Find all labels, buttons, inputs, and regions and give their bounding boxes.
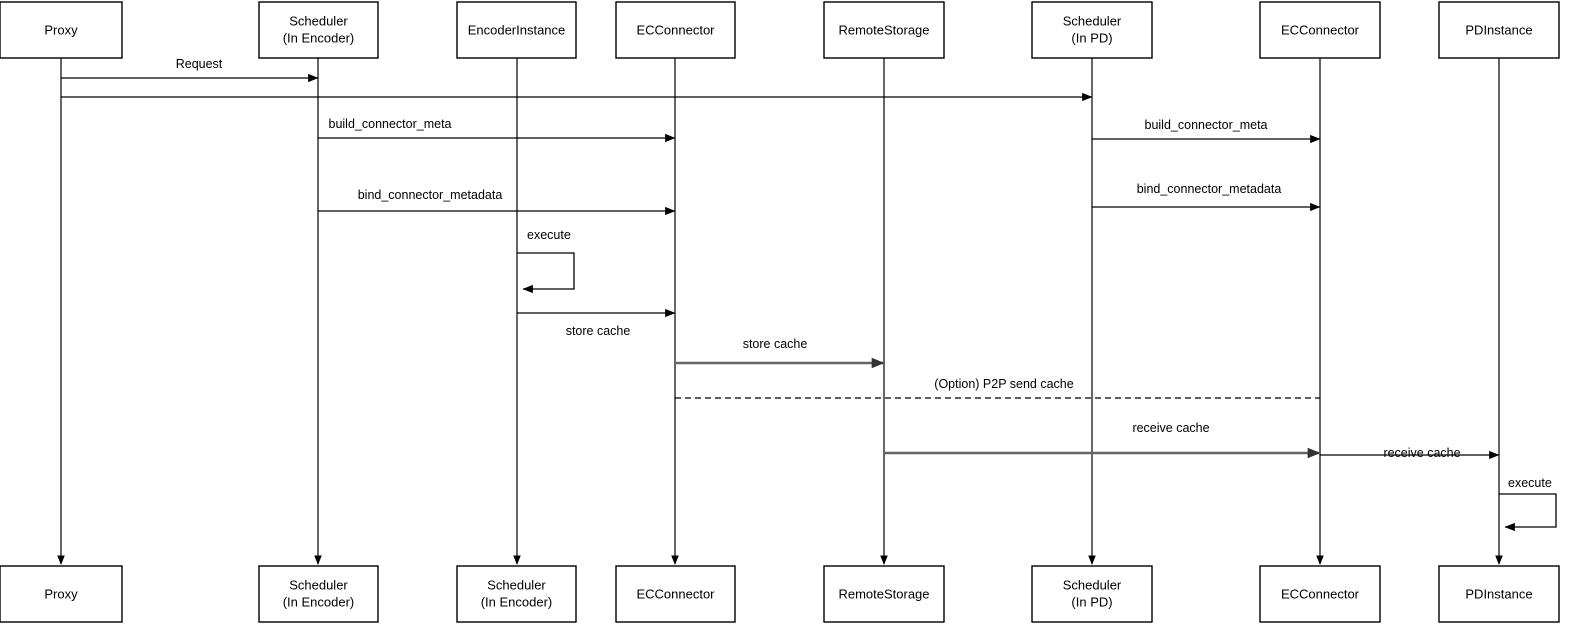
- message-m9: (Option) P2P send cache: [675, 377, 1320, 399]
- lifelines-layer: [57, 58, 1503, 565]
- bottom-box-label-line1: Scheduler: [289, 577, 348, 592]
- message-m3: build_connector_meta: [318, 117, 676, 143]
- bottom-box-ecc-enc: ECConnector: [615, 565, 736, 623]
- self-message-label-s1: execute: [527, 228, 571, 242]
- top-box-label: EncoderInstance: [468, 22, 566, 37]
- self-messages-layer: execute execute: [517, 228, 1557, 532]
- top-box-remote: RemoteStorage: [823, 1, 945, 59]
- self-message-label-s2: execute: [1508, 476, 1552, 490]
- message-m7: store cache: [517, 308, 676, 338]
- message-label-m3: build_connector_meta: [329, 117, 452, 131]
- bottom-box-label: Proxy: [44, 586, 78, 601]
- top-box-label: ECConnector: [1281, 22, 1360, 37]
- messages-layer: Request build_connector_meta build_connect…: [61, 57, 1500, 460]
- bottom-box-label: RemoteStorage: [838, 586, 929, 601]
- top-box-label: RemoteStorage: [838, 22, 929, 37]
- self-message-path-s2: [1499, 493, 1557, 532]
- message-m10: receive cache: [884, 421, 1321, 459]
- bottom-box-encoder-inst: Scheduler (In Encoder): [456, 565, 577, 623]
- top-box-encoder-inst: EncoderInstance: [456, 1, 577, 59]
- top-box-label-line1: Scheduler: [289, 13, 348, 28]
- top-box-pd-inst: PDInstance: [1438, 1, 1560, 59]
- bottom-box-label-line2: (In PD): [1071, 594, 1112, 609]
- message-label-m1: Request: [176, 57, 223, 71]
- message-m5: bind_connector_metadata: [318, 188, 676, 216]
- bottom-box-label: ECConnector: [636, 586, 715, 601]
- bottom-box-sched-enc: Scheduler (In Encoder): [258, 565, 379, 623]
- message-m1: Request: [61, 57, 319, 83]
- message-label-m8: store cache: [743, 337, 808, 351]
- top-box-ecc-pd: ECConnector: [1259, 1, 1381, 59]
- top-box-label: ECConnector: [636, 22, 715, 37]
- bottom-box-remote: RemoteStorage: [823, 565, 945, 623]
- message-label-m6: bind_connector_metadata: [1137, 182, 1282, 196]
- top-box-label: PDInstance: [1465, 22, 1532, 37]
- message-m4: build_connector_meta: [1092, 118, 1321, 144]
- bottom-box-label-line1: Scheduler: [487, 577, 546, 592]
- bottom-box-label: ECConnector: [1281, 586, 1360, 601]
- bottom-box-label-line2: (In Encoder): [283, 594, 355, 609]
- bottom-box-proxy: Proxy: [0, 565, 123, 623]
- bottom-box-label-line1: Scheduler: [1063, 577, 1122, 592]
- message-label-m9: (Option) P2P send cache: [934, 377, 1073, 391]
- top-box-ecc-enc: ECConnector: [615, 1, 736, 59]
- message-m11: receive cache: [1320, 446, 1500, 460]
- top-box-label: Proxy: [44, 22, 78, 37]
- message-m6: bind_connector_metadata: [1092, 182, 1321, 212]
- bottom-boxes-layer: Proxy Scheduler (In Encoder) Scheduler (In E…: [0, 565, 1560, 623]
- top-boxes-layer: Proxy Scheduler (In Encoder) EncoderInstanc…: [0, 1, 1560, 59]
- message-label-m5: bind_connector_metadata: [358, 188, 503, 202]
- top-box-label-line1: Scheduler: [1063, 13, 1122, 28]
- bottom-box-ecc-pd: ECConnector: [1259, 565, 1381, 623]
- self-message-s2: execute: [1499, 476, 1557, 532]
- bottom-box-sched-pd: Scheduler (In PD): [1031, 565, 1153, 623]
- message-label-m10: receive cache: [1132, 421, 1209, 435]
- message-label-m11: receive cache: [1383, 446, 1460, 460]
- bottom-box-label-line2: (In Encoder): [481, 594, 553, 609]
- message-label-m7: store cache: [566, 324, 631, 338]
- bottom-box-pd-inst: PDInstance: [1438, 565, 1560, 623]
- top-box-proxy: Proxy: [0, 1, 123, 59]
- top-box-sched-pd: Scheduler (In PD): [1031, 1, 1153, 59]
- top-box-sched-enc: Scheduler (In Encoder): [258, 1, 379, 59]
- self-message-s1: execute: [517, 228, 575, 294]
- message-label-m4: build_connector_meta: [1145, 118, 1268, 132]
- self-message-path-s1: [517, 252, 575, 294]
- top-box-label-line2: (In PD): [1071, 30, 1112, 45]
- top-box-label-line2: (In Encoder): [283, 30, 355, 45]
- message-m8: store cache: [675, 337, 885, 369]
- bottom-box-label: PDInstance: [1465, 586, 1532, 601]
